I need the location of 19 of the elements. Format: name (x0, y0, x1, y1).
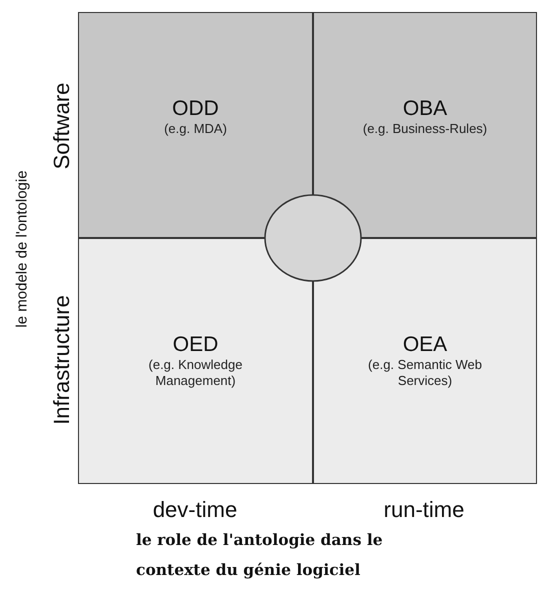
row-label: Infrastructure (49, 295, 75, 425)
center-circle (263, 193, 363, 283)
quadrant-title: OEA (402, 333, 448, 358)
example-text: (e.g. MDA) (163, 121, 228, 137)
column-label: run-time (384, 497, 464, 523)
column-label: dev-time (152, 497, 238, 523)
quadrant-box (313, 238, 537, 484)
quadrant-title: ODD (172, 97, 219, 122)
example-text: (e.g. Semantic Web Services) (367, 357, 483, 389)
quadrant-box (78, 238, 313, 484)
quadrant-title: OED (172, 333, 218, 358)
quadrant-box (313, 12, 537, 238)
quadrant-box (78, 12, 313, 238)
quadrant-title: OBA (402, 97, 448, 122)
axis-title: le modele de l'ontologie (14, 170, 30, 328)
row-label: Software (49, 82, 75, 170)
example-text: (e.g. Business-Rules) (362, 121, 488, 137)
example-text: (e.g. Knowledge Management) (148, 357, 244, 389)
caption: le role de l'antologie dans le contexte du génie logiciel (136, 529, 384, 581)
